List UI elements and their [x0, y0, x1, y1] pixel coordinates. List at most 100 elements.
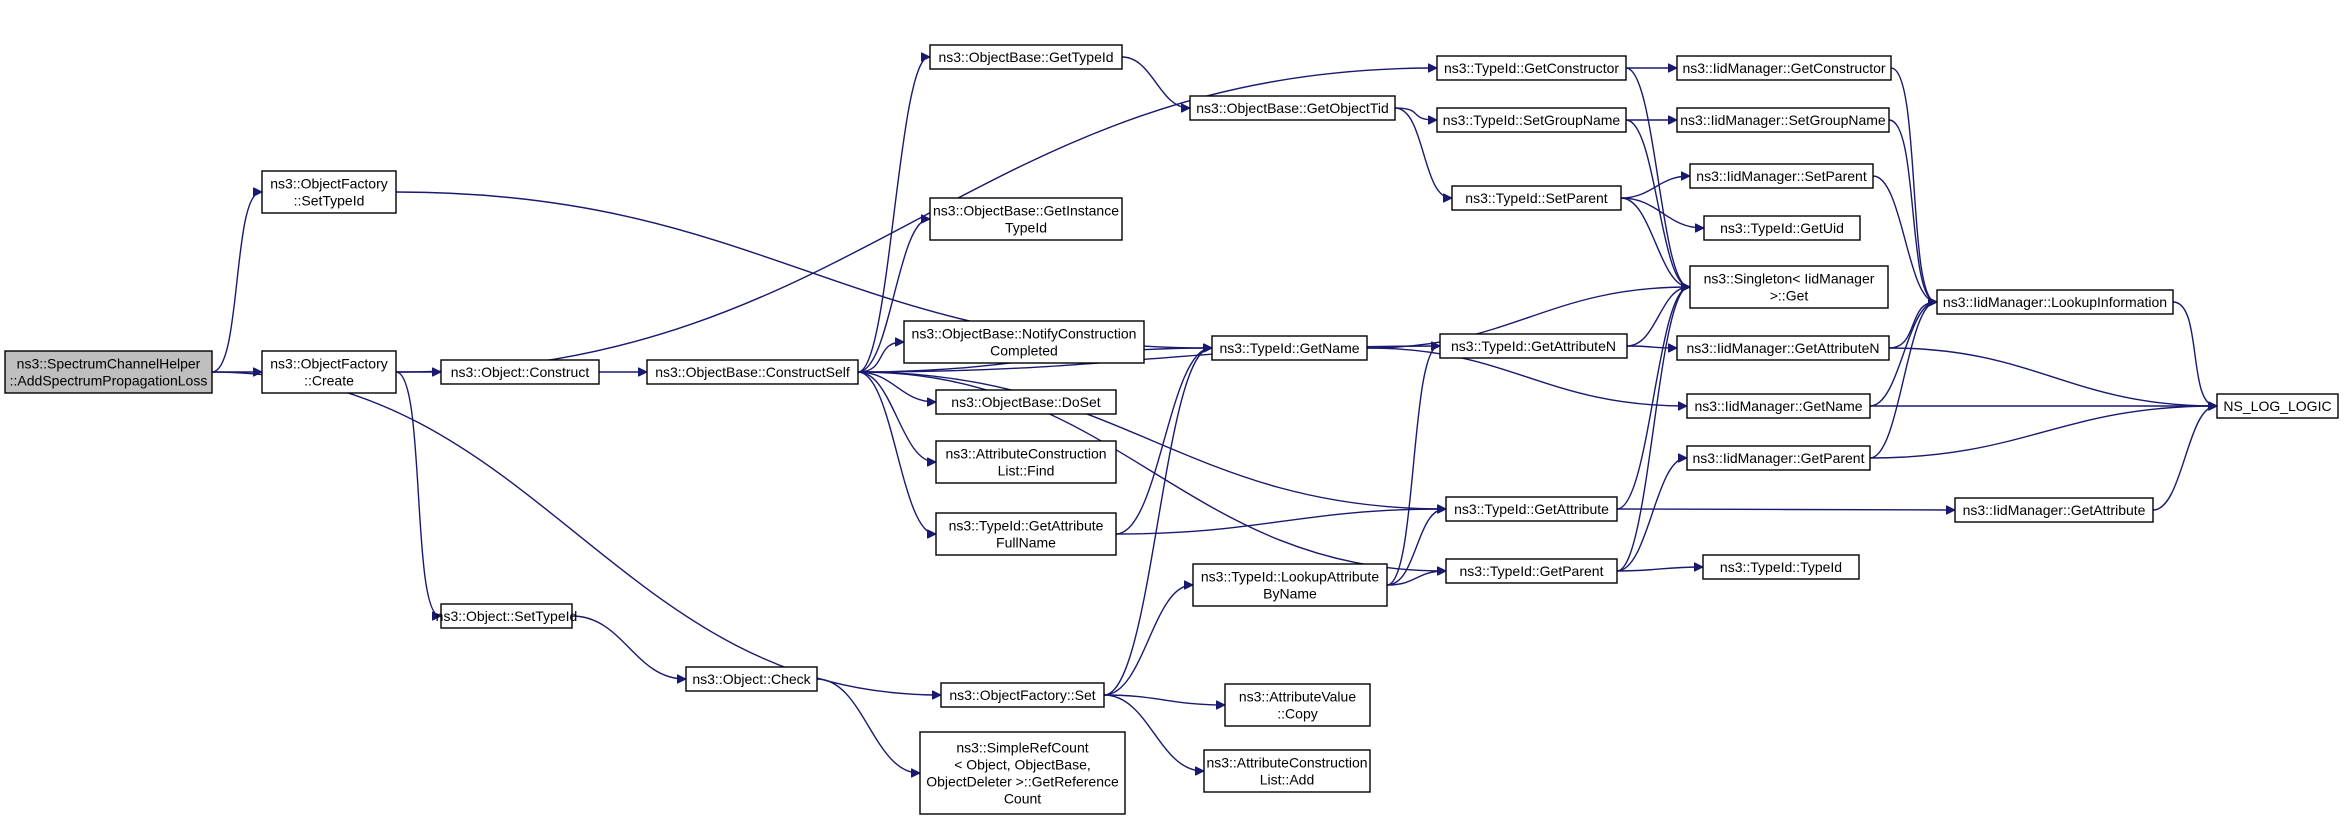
edge-iid-get-parent-to-ns-log-logic	[1869, 406, 2216, 459]
edge-root-to-of-set	[211, 371, 940, 695]
node-tid-set-group-name[interactable]: ns3::TypeId::SetGroupName	[1436, 107, 1627, 133]
edge-tid-get-parent-to-singleton-get	[1616, 287, 1689, 572]
node-label-line: List::Find	[998, 462, 1055, 478]
node-iid-get-attribute-n[interactable]: ns3::IidManager::GetAttributeN	[1676, 335, 1890, 361]
node-av-copy[interactable]: ns3::AttributeValue::Copy	[1224, 683, 1371, 727]
node-label-line: ns3::ObjectBase::DoSet	[951, 394, 1101, 410]
edges-layer	[211, 57, 2216, 773]
node-label-line: ns3::ObjectFactory	[270, 355, 388, 371]
node-label-line: >::Get	[1770, 287, 1809, 303]
node-tid-type-id[interactable]: ns3::TypeId::TypeId	[1702, 554, 1860, 580]
edge-obj-set-type-id-to-obj-check	[571, 615, 685, 679]
node-label-line: ns3::IidManager::GetAttributeN	[1687, 340, 1880, 356]
node-label-line: < Object, ObjectBase,	[954, 756, 1091, 772]
node-box	[1224, 683, 1371, 727]
node-iid-set-parent[interactable]: ns3::IidManager::SetParent	[1689, 163, 1874, 189]
edge-tid-get-attr-full-to-tid-get-name	[1115, 348, 1211, 535]
node-label-line: ns3::TypeId::TypeId	[1720, 559, 1842, 575]
node-ob-construct-self[interactable]: ns3::ObjectBase::ConstructSelf	[646, 359, 859, 385]
node-obj-set-type-id[interactable]: ns3::Object::SetTypeId	[436, 603, 578, 629]
node-label-line: ns3::TypeId::GetConstructor	[1444, 60, 1619, 76]
node-iid-get-constructor[interactable]: ns3::IidManager::GetConstructor	[1676, 55, 1892, 81]
node-box	[1445, 496, 1618, 522]
edge-obj-check-to-src-get-ref	[816, 678, 919, 773]
edge-iid-set-parent-to-iid-lookup-info	[1872, 175, 1936, 302]
node-label-line: ns3::TypeId::SetGroupName	[1443, 112, 1621, 128]
node-ob-get-object-tid[interactable]: ns3::ObjectBase::GetObjectTid	[1189, 95, 1396, 121]
node-label-line: ByName	[1263, 585, 1317, 601]
node-box	[940, 682, 1105, 708]
node-of-set-type-id[interactable]: ns3::ObjectFactory::SetTypeId	[261, 170, 397, 214]
node-label-line: FullName	[996, 534, 1056, 550]
node-tid-get-constructor[interactable]: ns3::TypeId::GetConstructor	[1436, 55, 1627, 81]
node-singleton-get[interactable]: ns3::Singleton< IidManager>::Get	[1689, 265, 1889, 309]
edge-ob-construct-self-to-ob-notify	[857, 342, 903, 373]
node-tid-get-uid[interactable]: ns3::TypeId::GetUid	[1703, 215, 1861, 241]
node-box	[4, 350, 213, 394]
node-tid-set-parent[interactable]: ns3::TypeId::SetParent	[1451, 185, 1622, 211]
node-label-line: ns3::AttributeConstruction	[1206, 754, 1367, 770]
node-tid-get-attribute[interactable]: ns3::TypeId::GetAttribute	[1445, 496, 1618, 522]
node-ob-do-set[interactable]: ns3::ObjectBase::DoSet	[935, 389, 1117, 415]
node-iid-get-attribute[interactable]: ns3::IidManager::GetAttribute	[1954, 497, 2154, 523]
edge-tid-get-attribute-to-singleton-get	[1616, 287, 1689, 510]
edge-tid-set-parent-to-singleton-get	[1620, 197, 1689, 287]
node-label-line: ns3::AttributeConstruction	[945, 445, 1106, 461]
node-box	[1439, 333, 1628, 359]
node-of-create[interactable]: ns3::ObjectFactory::Create	[261, 350, 397, 394]
node-box	[685, 666, 818, 692]
node-label-line: ns3::AttributeValue	[1239, 688, 1356, 704]
edge-ob-construct-self-to-tid-get-attr-full	[857, 371, 935, 534]
node-iid-lookup-info[interactable]: ns3::IidManager::LookupInformation	[1936, 289, 2174, 315]
node-label-line: ns3::Object::Check	[692, 671, 811, 687]
node-label-line: ns3::ObjectBase::GetInstance	[933, 202, 1119, 218]
node-box	[1702, 554, 1860, 580]
node-ob-notify[interactable]: ns3::ObjectBase::NotifyConstructionCompl…	[903, 320, 1145, 364]
node-box	[935, 389, 1117, 415]
edge-of-set-to-tid-lookup-attr	[1103, 585, 1192, 696]
node-label-line: ns3::TypeId::GetAttribute	[1454, 501, 1609, 517]
node-box	[1445, 558, 1618, 584]
edge-tid-get-name-to-iid-get-name	[1366, 347, 1686, 406]
node-obj-check[interactable]: ns3::Object::Check	[685, 666, 818, 692]
node-iid-get-name[interactable]: ns3::IidManager::GetName	[1686, 393, 1871, 419]
node-box	[1211, 335, 1368, 361]
edge-of-set-to-tid-get-name	[1103, 348, 1211, 696]
node-label-line: ns3::ObjectBase::GetObjectTid	[1196, 100, 1388, 116]
edge-iid-lookup-info-to-ns-log-logic	[2172, 301, 2216, 406]
edge-tid-lookup-attr-to-tid-get-attribute-n	[1386, 346, 1439, 586]
node-box	[1203, 749, 1371, 793]
node-box	[929, 197, 1123, 241]
node-label-line: Count	[1004, 790, 1041, 806]
edge-root-to-of-set-type-id	[211, 192, 261, 373]
node-ob-get-type-id[interactable]: ns3::ObjectBase::GetTypeId	[929, 44, 1123, 70]
node-box	[1189, 95, 1396, 121]
node-tid-get-attribute-n[interactable]: ns3::TypeId::GetAttributeN	[1439, 333, 1628, 359]
node-iid-set-group-name[interactable]: ns3::IidManager::SetGroupName	[1676, 107, 1890, 133]
node-tid-get-name[interactable]: ns3::TypeId::GetName	[1211, 335, 1368, 361]
node-box	[929, 44, 1123, 70]
node-box	[440, 603, 573, 629]
node-obj-construct[interactable]: ns3::Object::Construct	[440, 359, 600, 385]
node-of-set[interactable]: ns3::ObjectFactory::Set	[940, 682, 1105, 708]
node-label-line: ns3::IidManager::GetConstructor	[1682, 60, 1885, 76]
node-ns-log-logic[interactable]: NS_LOG_LOGIC	[2216, 393, 2339, 419]
node-box	[440, 359, 600, 385]
edge-of-create-to-obj-set-type-id	[395, 371, 440, 616]
node-iid-get-parent[interactable]: ns3::IidManager::GetParent	[1686, 445, 1871, 471]
node-label-line: ns3::SpectrumChannelHelper	[17, 355, 201, 371]
edge-tid-get-attr-full-to-tid-get-attribute	[1115, 509, 1445, 535]
node-root[interactable]: ns3::SpectrumChannelHelper::AddSpectrumP…	[4, 350, 213, 394]
node-src-get-ref[interactable]: ns3::SimpleRefCount< Object, ObjectBase,…	[919, 731, 1126, 815]
node-box	[1436, 107, 1627, 133]
edge-ob-construct-self-to-acl-find	[857, 371, 935, 462]
node-tid-get-parent[interactable]: ns3::TypeId::GetParent	[1445, 558, 1618, 584]
node-label-line: ns3::Object::Construct	[451, 364, 590, 380]
edge-tid-lookup-attr-to-tid-get-attribute	[1386, 509, 1445, 586]
